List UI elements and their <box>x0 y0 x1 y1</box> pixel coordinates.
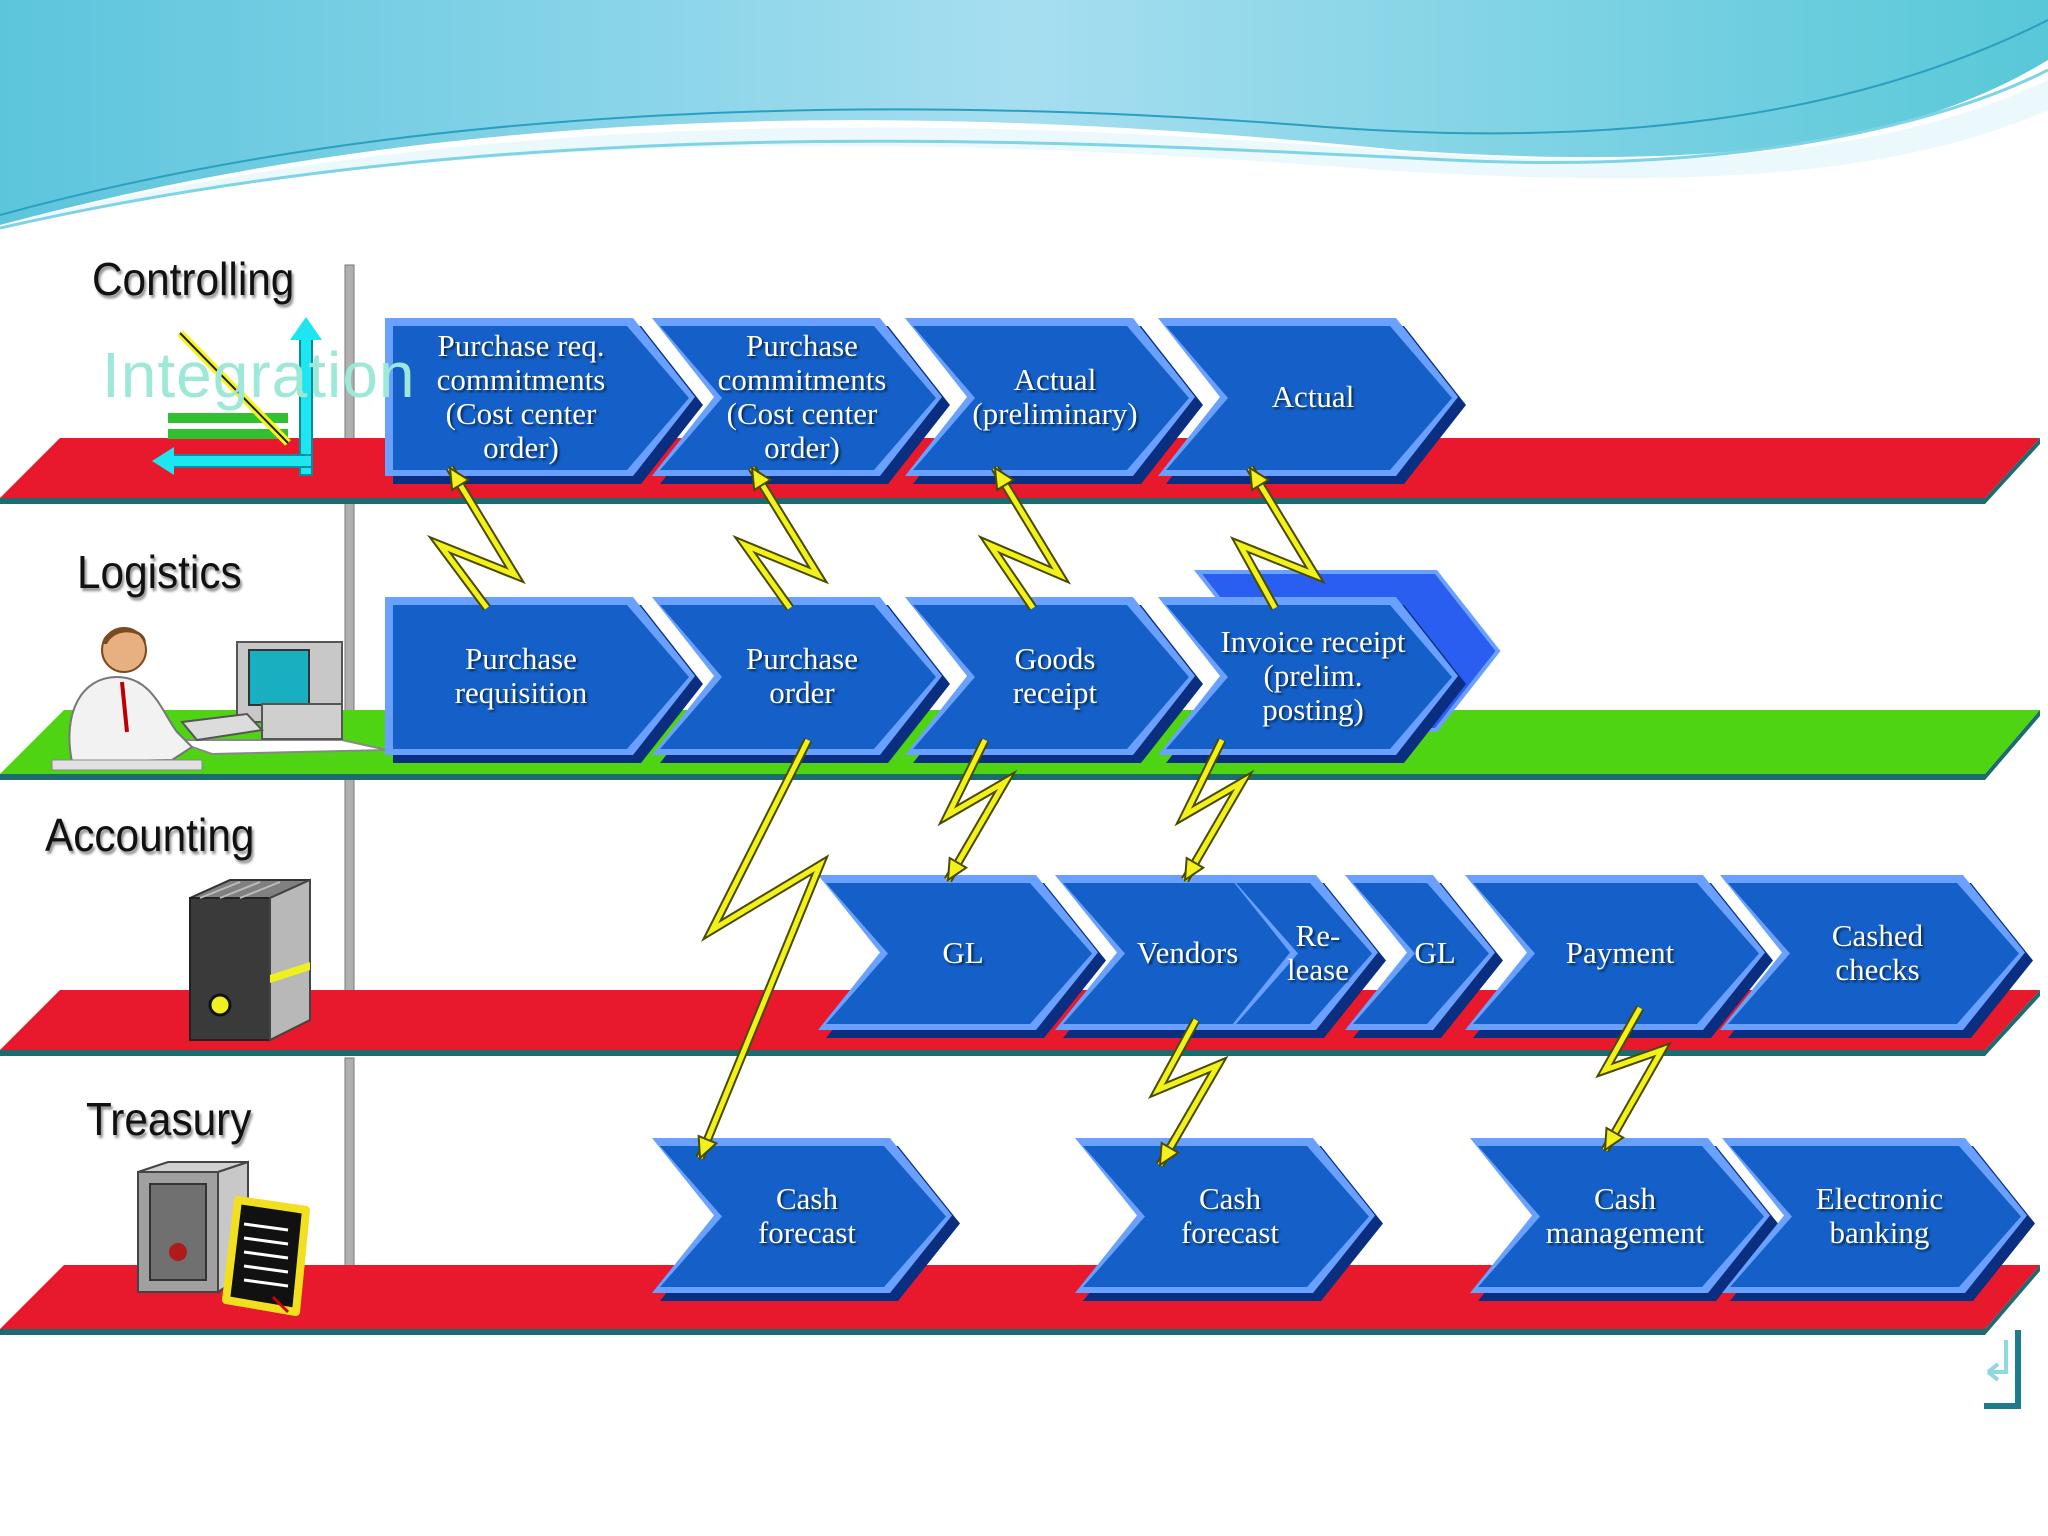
lightning-connector-2 <box>732 465 830 611</box>
step-chevron-logistics-4 <box>1158 570 1501 763</box>
step-chevron-accounting-6 <box>1720 875 2033 1038</box>
lane-label-logistics: Logistics <box>77 546 242 598</box>
step-chevron-logistics-1 <box>385 597 703 763</box>
lightning-connector-7 <box>1174 738 1255 883</box>
step-chevron-treasury-2 <box>1075 1138 1383 1301</box>
step-chevron-treasury-1 <box>652 1138 960 1301</box>
binder-icon <box>189 878 311 1042</box>
header-wave <box>0 0 2048 230</box>
watermark-text: Integration <box>102 339 416 411</box>
step-chevron-controlling-4 <box>1158 318 1466 484</box>
lane-label-treasury: Treasury <box>86 1093 252 1145</box>
lightning-connector-6 <box>937 738 1018 883</box>
step-chevron-logistics-3 <box>905 597 1203 763</box>
safe-icon <box>137 1160 310 1316</box>
step-chevron-treasury-4 <box>1722 1138 2035 1301</box>
step-chevron-accounting-1 <box>818 875 1106 1038</box>
step-chevron-logistics-2 <box>652 597 950 763</box>
step-chevron-accounting-5 <box>1465 875 1773 1038</box>
person-at-computer-icon <box>51 627 388 771</box>
step-chevron-accounting-2 <box>1055 875 1318 1038</box>
lightning-connector-1 <box>426 465 526 611</box>
lightning-connector-3 <box>977 465 1072 611</box>
lane-separators <box>344 264 355 1304</box>
lane-label-controlling: Controlling <box>92 253 295 305</box>
return-arrow-icon[interactable] <box>1984 1330 2021 1409</box>
step-chevron-treasury-3 <box>1470 1138 1778 1301</box>
step-chevron-accounting-3 <box>1228 875 1386 1038</box>
chart-arrows-icon <box>152 317 322 476</box>
step-chevron-controlling-1 <box>385 318 703 484</box>
lane-label-accounting: Accounting <box>45 809 255 861</box>
step-chevron-controlling-3 <box>905 318 1203 484</box>
lightning-connector-8 <box>1147 1017 1229 1168</box>
step-chevron-accounting-4 <box>1345 875 1503 1038</box>
lightning-connector-9 <box>1595 1005 1672 1153</box>
lightning-connector-5 <box>695 737 830 1161</box>
lightning-connector-4 <box>1229 465 1326 611</box>
step-chevron-controlling-2 <box>652 318 950 484</box>
